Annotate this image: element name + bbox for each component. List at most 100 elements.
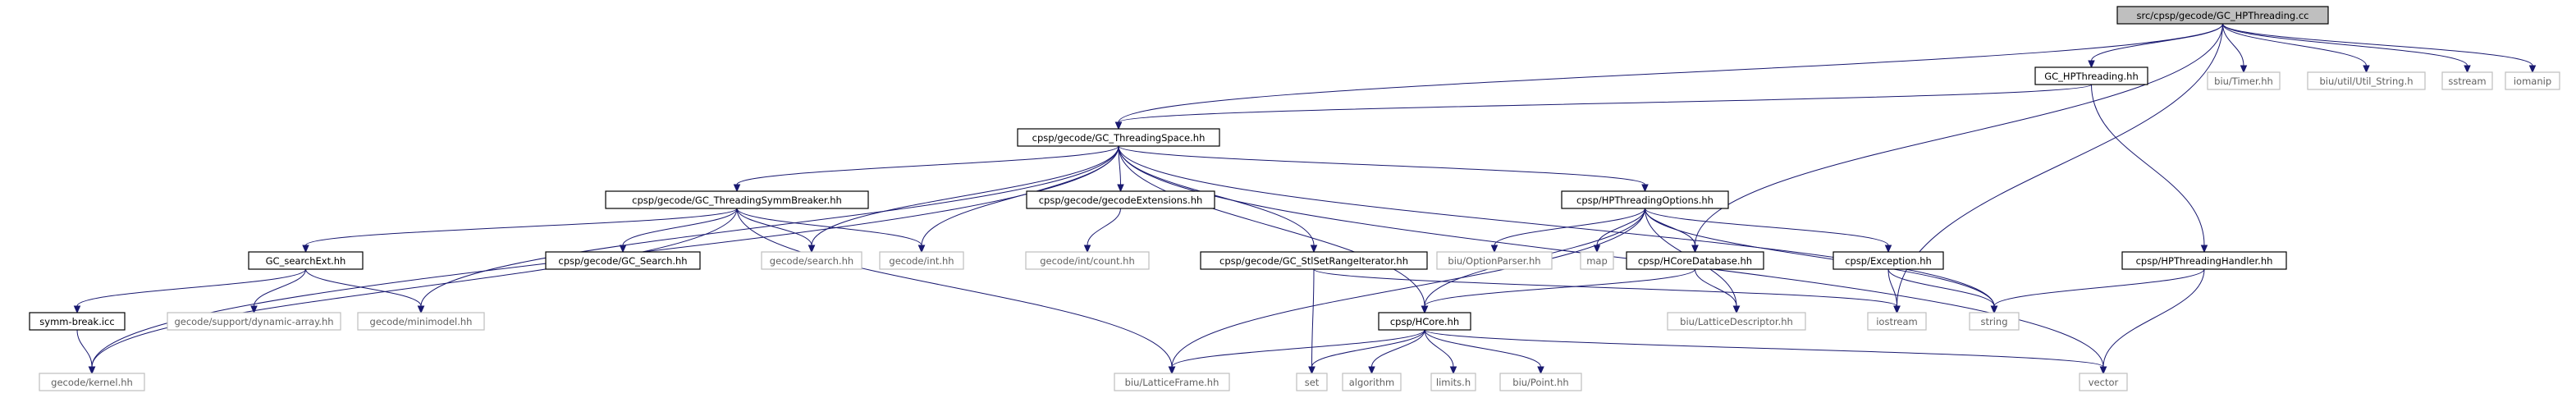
node-symmbreaker[interactable]: cpsp/gecode/GC_ThreadingSymmBreaker.hh	[605, 190, 869, 209]
node-box	[357, 312, 485, 331]
node-label: gecode/int/count.hh	[1040, 255, 1135, 267]
edge-line	[736, 208, 922, 246]
node-symmbreak_icc[interactable]: symm-break.icc	[29, 312, 126, 331]
node-label: biu/util/Util_String.h	[2319, 75, 2413, 87]
edge-line	[1118, 145, 1315, 246]
edge-exception-to-iostream	[1887, 268, 1901, 314]
node-box	[1667, 312, 1806, 331]
edge-gecodeext-to-int_count	[1083, 208, 1121, 254]
node-box	[2079, 373, 2128, 391]
node-optionparser: biu/OptionParser.hh	[1436, 251, 1553, 270]
edge-line	[1311, 329, 1425, 368]
edge-hcore-to-vector	[1424, 329, 2107, 375]
edge-line	[1887, 268, 1995, 307]
edge-line	[1313, 268, 1897, 307]
node-hphandler[interactable]: cpsp/HPThreadingHandler.hh	[2121, 251, 2287, 270]
edge-arrowhead	[1117, 184, 1124, 193]
edge-line	[1695, 268, 1737, 307]
node-label: biu/LatticeDescriptor.hh	[1680, 316, 1793, 327]
edge-hphandler-to-vector	[2099, 268, 2205, 375]
edge-line	[736, 208, 1173, 368]
node-box	[1025, 251, 1150, 270]
edge-symmbreaker-to-searchext	[302, 208, 738, 254]
node-label: cpsp/gecode/GC_Search.hh	[558, 255, 687, 267]
node-gecodeext[interactable]: cpsp/gecode/gecodeExtensions.hh	[1026, 190, 1215, 209]
edge-arrowhead	[1368, 366, 1375, 375]
node-label: biu/LatticeFrame.hh	[1125, 377, 1219, 388]
edge-line	[1118, 23, 2223, 123]
node-box	[2207, 71, 2281, 90]
node-label: gecode/search.hh	[770, 255, 853, 267]
edge-symmbreak_icc-to-kernel	[76, 329, 96, 375]
edge-arrowhead	[1537, 366, 1544, 375]
edge-hpoptions-to-map	[1593, 208, 1645, 254]
edge-arrowhead	[417, 305, 425, 314]
node-box	[1436, 251, 1553, 270]
edge-symmbreaker-to-gc_search	[619, 208, 738, 254]
edge-stlset-to-set	[1308, 268, 1315, 375]
edge-hpoptions-to-optionparser	[1490, 208, 1645, 254]
node-label: cpsp/gecode/GC_ThreadingSymmBreaker.hh	[632, 194, 842, 206]
edge-arrowhead	[2363, 65, 2370, 74]
node-label: iostream	[1876, 316, 1918, 327]
node-box	[1017, 128, 1220, 147]
node-box	[1296, 373, 1328, 391]
node-threadingspace[interactable]: cpsp/gecode/GC_ThreadingSpace.hh	[1017, 128, 1220, 147]
edge-threadingspace-to-symmbreaker	[733, 145, 1119, 193]
node-gc_search[interactable]: cpsp/gecode/GC_Search.hh	[545, 251, 701, 270]
edge-line	[2102, 268, 2205, 368]
edge-arrowhead	[302, 245, 309, 254]
edge-root-to-gc_hpthreading_hh	[2088, 23, 2223, 69]
edge-arrowhead	[1884, 245, 1892, 254]
edge-arrowhead	[88, 366, 96, 375]
node-box	[605, 190, 869, 209]
node-label: algorithm	[1349, 377, 1395, 388]
node-hcore[interactable]: cpsp/HCore.hh	[1378, 312, 1471, 331]
node-label: limits.h	[1436, 377, 1471, 388]
edge-searchext-to-symmbreak_icc	[73, 268, 306, 314]
node-label: biu/Point.hh	[1512, 377, 1568, 388]
edge-line	[1171, 329, 1425, 368]
edge-gc_hpthreading_hh-to-hphandler	[2091, 84, 2208, 254]
node-label: GC_searchExt.hh	[266, 255, 346, 267]
edge-arrowhead	[73, 305, 81, 314]
node-hcoredb[interactable]: cpsp/HCoreDatabase.hh	[1626, 251, 1764, 270]
node-exception[interactable]: cpsp/Exception.hh	[1832, 251, 1944, 270]
node-box	[1969, 312, 2020, 331]
node-stlset[interactable]: cpsp/gecode/GC_StlSetRangeIterator.hh	[1200, 251, 1428, 270]
node-point: biu/Point.hh	[1499, 373, 1582, 391]
edge-threadingspace-to-hpoptions	[1118, 145, 1649, 193]
edge-line	[2091, 84, 2205, 246]
node-label: gecode/int.hh	[889, 255, 954, 267]
node-kernel: gecode/kernel.hh	[39, 373, 145, 391]
edge-line	[736, 145, 1119, 185]
node-label: vector	[2089, 377, 2119, 388]
edge-line	[1494, 208, 1645, 246]
edge-arrowhead	[1490, 245, 1498, 254]
edge-line	[1645, 208, 1889, 246]
node-sstream: sstream	[2441, 71, 2493, 90]
edge-threadingspace-to-stlset	[1118, 145, 1318, 254]
node-gc_hpthreading_hh[interactable]: GC_HPThreading.hh	[2034, 66, 2148, 85]
node-hpoptions[interactable]: cpsp/HPThreadingOptions.hh	[1561, 190, 1729, 209]
edge-hcore-to-set	[1308, 329, 1425, 375]
edge-line	[1695, 23, 2223, 246]
edge-arrowhead	[1990, 305, 1998, 314]
node-label: sstream	[2448, 75, 2486, 87]
edge-symmbreaker-to-latticeframe	[736, 208, 1176, 375]
node-map: map	[1580, 251, 1614, 270]
node-box	[2116, 6, 2329, 25]
node-label: gecode/minimodel.hh	[370, 316, 473, 327]
edge-line	[1424, 268, 1695, 307]
edge-line	[1424, 329, 2104, 368]
edge-line	[1171, 208, 1645, 368]
edge-line	[1118, 145, 1645, 185]
edge-arrowhead	[1308, 366, 1315, 375]
edge-arrowhead	[1691, 245, 1699, 254]
edge-arrowhead	[1449, 366, 1457, 375]
node-label: GC_HPThreading.hh	[2044, 71, 2139, 82]
node-label: cpsp/gecode/GC_ThreadingSpace.hh	[1032, 132, 1206, 144]
edge-arrowhead	[619, 245, 627, 254]
node-searchext[interactable]: GC_searchExt.hh	[248, 251, 364, 270]
